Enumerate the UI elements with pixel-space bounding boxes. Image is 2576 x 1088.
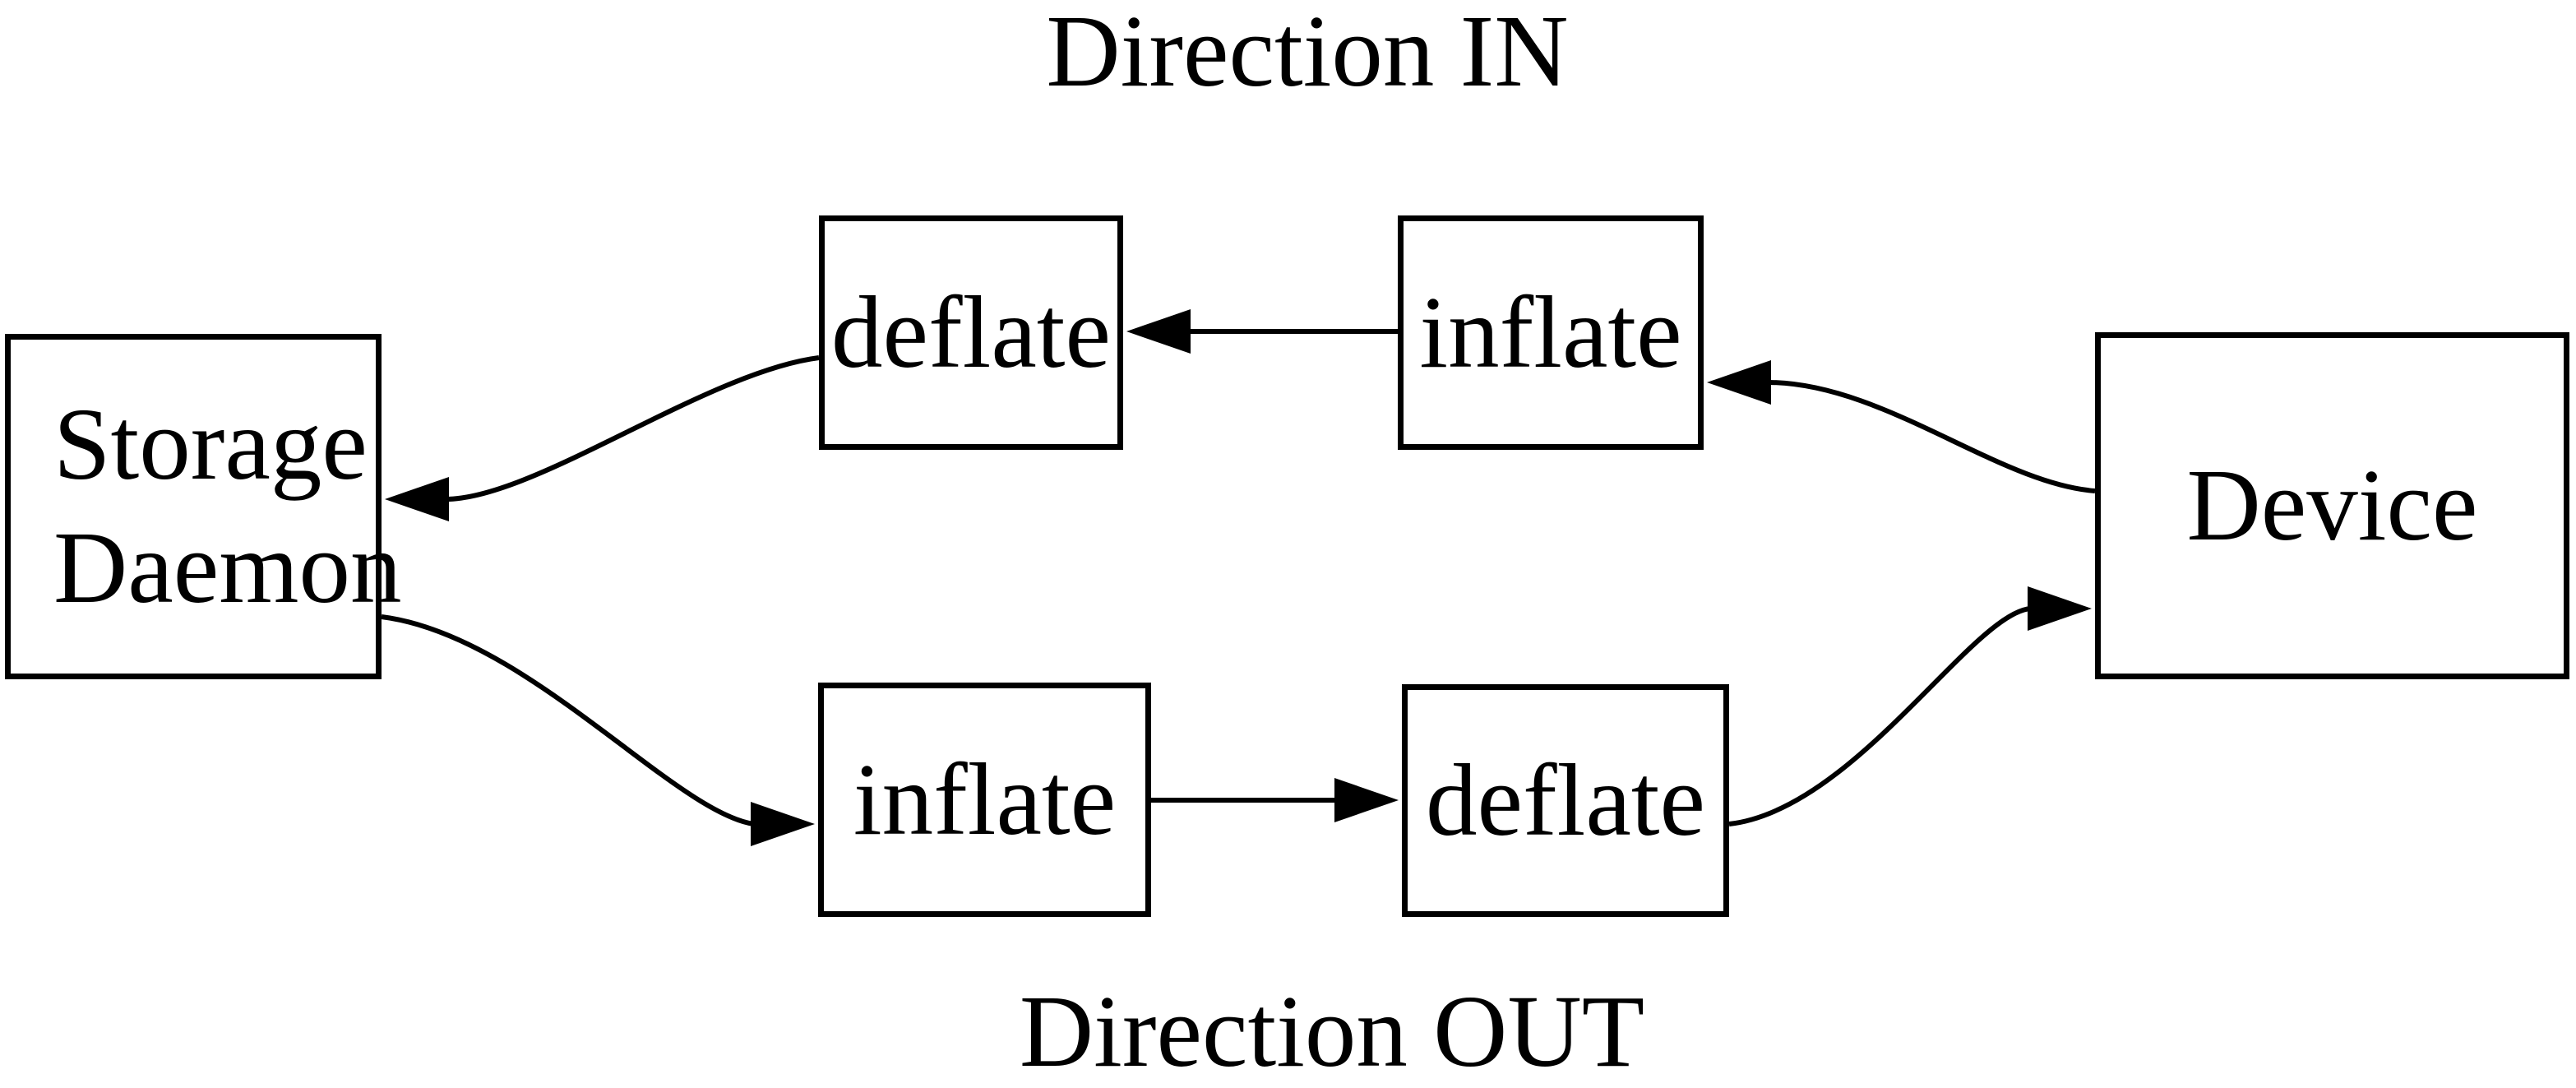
- edge-in-deflate-to-storage: [445, 355, 820, 502]
- inflate-out-label: inflate: [853, 743, 1117, 857]
- arrowhead-left-into-inflate-in: [1707, 360, 1771, 405]
- deflate-out-label: deflate: [1425, 743, 1706, 858]
- inflate-in-label: inflate: [1419, 275, 1682, 390]
- node-inflate-out: inflate: [818, 683, 1151, 917]
- arrowhead-left-into-deflate-in: [1126, 309, 1191, 354]
- title-direction-in: Direction IN: [1046, 0, 1569, 109]
- title-direction-out: Direction OUT: [1019, 975, 1645, 1088]
- arrowhead-right-into-inflate-out: [751, 802, 815, 846]
- edge-out-storage-to-inflate: [381, 614, 755, 826]
- node-storage-daemon: Storage Daemon: [5, 334, 401, 679]
- arrowhead-right-into-deflate-out: [1334, 778, 1399, 822]
- arrowhead-left-into-storage-daemon: [385, 477, 449, 521]
- storage-daemon-label-line1: Storage: [53, 388, 368, 502]
- device-label: Device: [2186, 449, 2478, 563]
- edge-in-device-to-inflate: [1767, 380, 2096, 493]
- deflate-in-label: deflate: [830, 275, 1112, 390]
- node-inflate-in: inflate: [1398, 215, 1704, 450]
- node-deflate-out: deflate: [1402, 684, 1729, 917]
- storage-daemon-label-line2: Daemon: [53, 512, 402, 625]
- arrowhead-right-into-device: [2028, 586, 2092, 631]
- node-deflate-in: deflate: [819, 215, 1123, 450]
- edge-out-deflate-to-device: [1728, 606, 2032, 826]
- node-device: Device: [2095, 332, 2569, 679]
